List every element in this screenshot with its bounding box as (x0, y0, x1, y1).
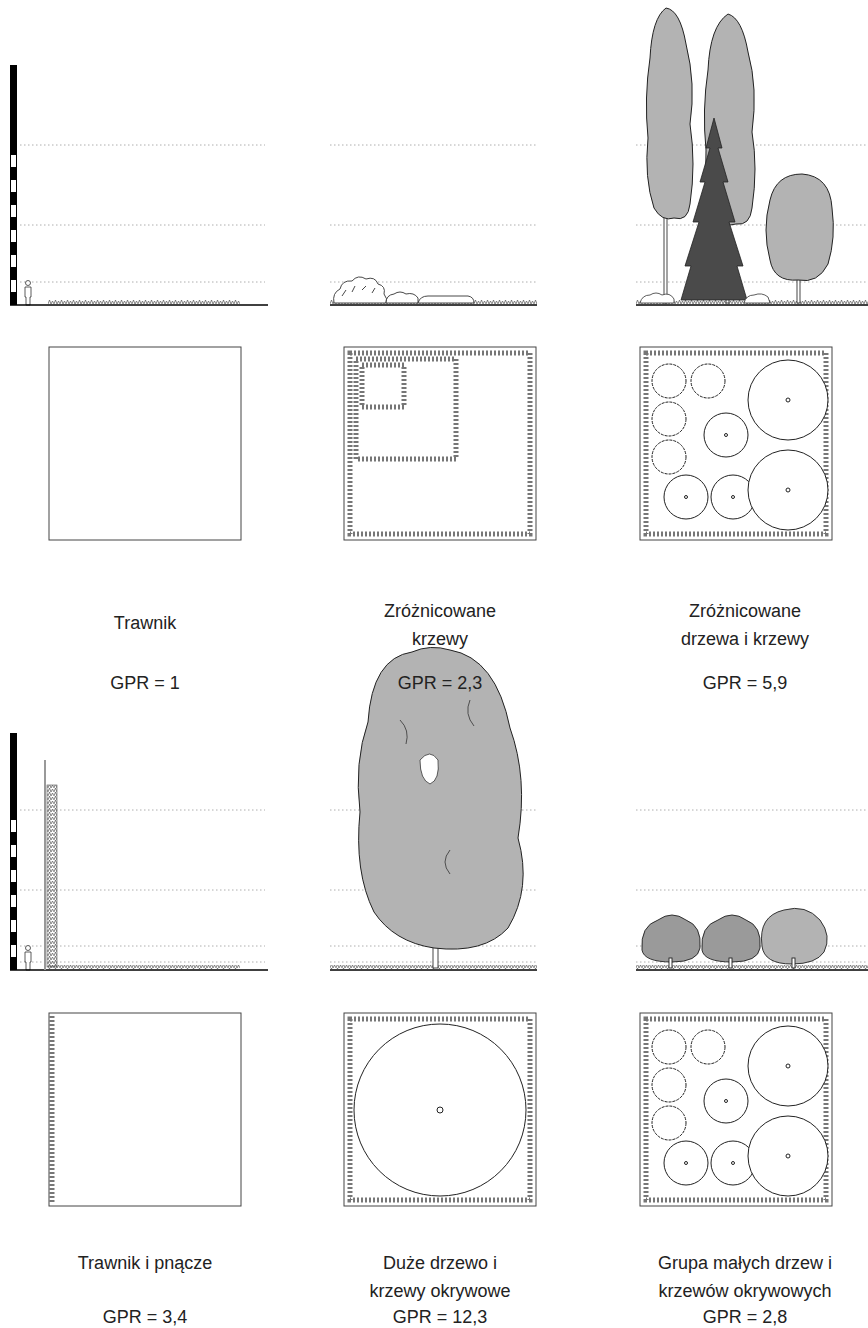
climber-elevation (45, 760, 57, 970)
gpr-value: GPR = 2,8 (645, 1303, 845, 1328)
trees-elevation (640, 8, 833, 303)
caption-text: Zróżnicowane krzewy (375, 597, 505, 653)
plan-crowns (354, 360, 828, 1196)
shrubs-elevation (334, 277, 474, 303)
caption-text: Duże drzewo i krzewy okrywowe (353, 1249, 528, 1305)
big-tree-elevation (358, 647, 523, 968)
gpr-value: GPR = 5,9 (645, 669, 845, 697)
ground (10, 300, 868, 970)
gpr-value: GPR = 2,3 (340, 669, 540, 697)
caption-text: Trawnik i pnącze (35, 1249, 255, 1277)
caption-text: Trawnik (45, 609, 245, 637)
human-figure (25, 281, 31, 971)
height-guides (20, 145, 868, 962)
caption-text: Grupa małych drzew i krzewów okrywowych (643, 1249, 848, 1305)
gpr-value: GPR = 12,3 (340, 1303, 540, 1328)
plan-squares (49, 347, 832, 1206)
gpr-value: GPR = 1 (45, 669, 245, 697)
caption-text: Zróżnicowane drzewa i krzewy (673, 597, 818, 653)
scale-bar (10, 65, 17, 970)
gpr-value: GPR = 3,4 (45, 1303, 245, 1328)
ground-cover-edge (52, 353, 826, 1203)
small-trees-elevation (642, 908, 827, 968)
